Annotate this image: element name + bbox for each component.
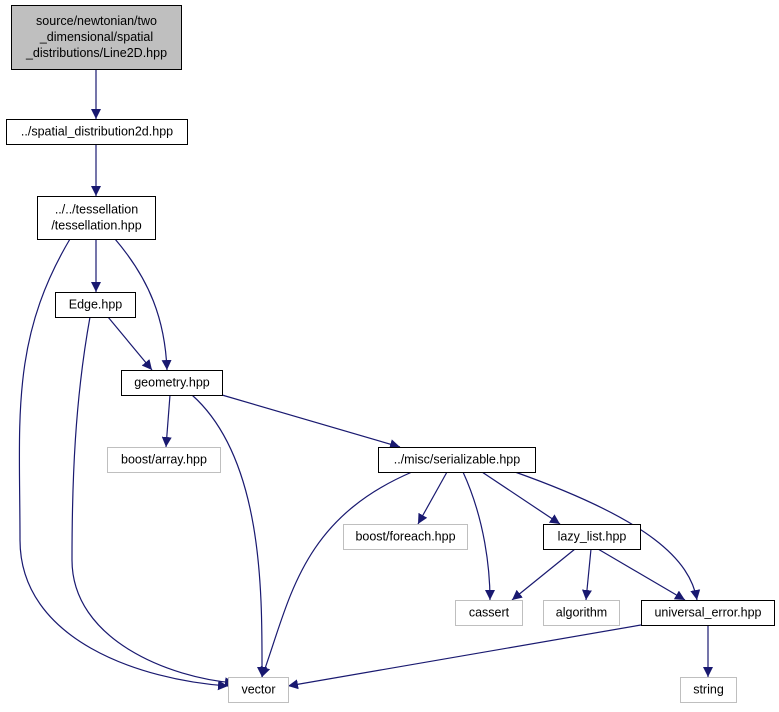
node-label-tessellation-line-0: ../../tessellation (55, 203, 138, 217)
node-geometry[interactable]: geometry.hpp (121, 370, 223, 396)
node-lazy_list[interactable]: lazy_list.hpp (543, 524, 641, 550)
node-box-geometry (121, 370, 223, 396)
edge-geometry-to-vector (191, 394, 268, 678)
node-label-line2d-line-2: _distributions/Line2D.hpp (25, 46, 167, 60)
node-box-boost_foreach (343, 524, 468, 550)
node-serializable[interactable]: ../misc/serializable.hpp (378, 447, 536, 473)
edge-serializable-to-lazy_list (481, 471, 561, 525)
edge-geometry-to-serializable (221, 394, 401, 449)
edge-geometry-to-boost_array (161, 394, 172, 448)
edge-edge-to-geometry (107, 316, 153, 371)
node-label-geometry-line-0: geometry.hpp (134, 376, 210, 390)
node-spatial_distribution2d[interactable]: ../spatial_distribution2d.hpp (6, 119, 188, 145)
node-universal_error[interactable]: universal_error.hpp (641, 600, 775, 626)
edge-lazy_list-to-cassert (511, 548, 576, 601)
edge-lazy_list-to-algorithm (581, 548, 592, 601)
edge-serializable-to-cassert (462, 471, 495, 601)
nodes-layer: source/newtonian/two _dimensional/spatial… (6, 5, 775, 703)
node-label-lazy_list-line-0: lazy_list.hpp (558, 530, 627, 544)
node-label-boost_foreach-line-0: boost/foreach.hpp (355, 530, 455, 544)
node-label-algorithm-line-0: algorithm (556, 606, 607, 620)
node-box-cassert (455, 600, 523, 626)
node-label-vector-line-0: vector (241, 683, 275, 697)
node-box-universal_error (641, 600, 775, 626)
node-box-string (680, 677, 737, 703)
node-cassert[interactable]: cassert (455, 600, 523, 626)
node-vector[interactable]: vector (228, 677, 289, 703)
node-string[interactable]: string (680, 677, 737, 703)
node-boost_foreach[interactable]: boost/foreach.hpp (343, 524, 468, 550)
node-tessellation[interactable]: ../../tessellation/tessellation.hpp (37, 196, 156, 240)
edge-tessellation-to-vector (18, 238, 229, 691)
node-label-boost_array-line-0: boost/array.hpp (121, 453, 207, 467)
node-box-serializable (378, 447, 536, 473)
node-label-line2d-line-0: source/newtonian/two (36, 14, 157, 28)
node-label-cassert-line-0: cassert (469, 606, 510, 620)
node-label-line2d-line-1: _dimensional/spatial (39, 30, 153, 44)
node-box-algorithm (543, 600, 620, 626)
edge-serializable-to-boost_foreach (417, 471, 448, 525)
node-algorithm[interactable]: algorithm (543, 600, 620, 626)
edge-tessellation-to-geometry (114, 238, 172, 371)
node-box-lazy_list (543, 524, 641, 550)
node-box-vector (228, 677, 289, 703)
node-box-tessellation (37, 196, 156, 240)
edge-edge-to-vector (71, 316, 236, 688)
node-label-string-line-0: string (693, 683, 724, 697)
node-box-line2d (11, 5, 182, 70)
node-label-edge-line-0: Edge.hpp (69, 298, 123, 312)
node-edge[interactable]: Edge.hpp (55, 292, 136, 318)
edge-serializable-to-vector (260, 471, 413, 678)
node-label-serializable-line-0: ../misc/serializable.hpp (394, 453, 520, 467)
edge-universal_error-to-vector (287, 624, 642, 690)
node-box-edge (55, 292, 136, 318)
node-label-spatial_distribution2d-line-0: ../spatial_distribution2d.hpp (21, 125, 173, 139)
edge-lazy_list-to-universal_error (597, 548, 686, 601)
edge-serializable-to-universal_error (514, 471, 701, 601)
node-label-universal_error-line-0: universal_error.hpp (654, 606, 761, 620)
node-line2d[interactable]: source/newtonian/two _dimensional/spatial… (11, 5, 182, 70)
node-label-tessellation-line-1: /tessellation.hpp (51, 219, 141, 233)
edges-layer (18, 69, 713, 691)
node-boost_array[interactable]: boost/array.hpp (107, 447, 221, 473)
node-box-boost_array (107, 447, 221, 473)
node-box-spatial_distribution2d (6, 119, 188, 145)
